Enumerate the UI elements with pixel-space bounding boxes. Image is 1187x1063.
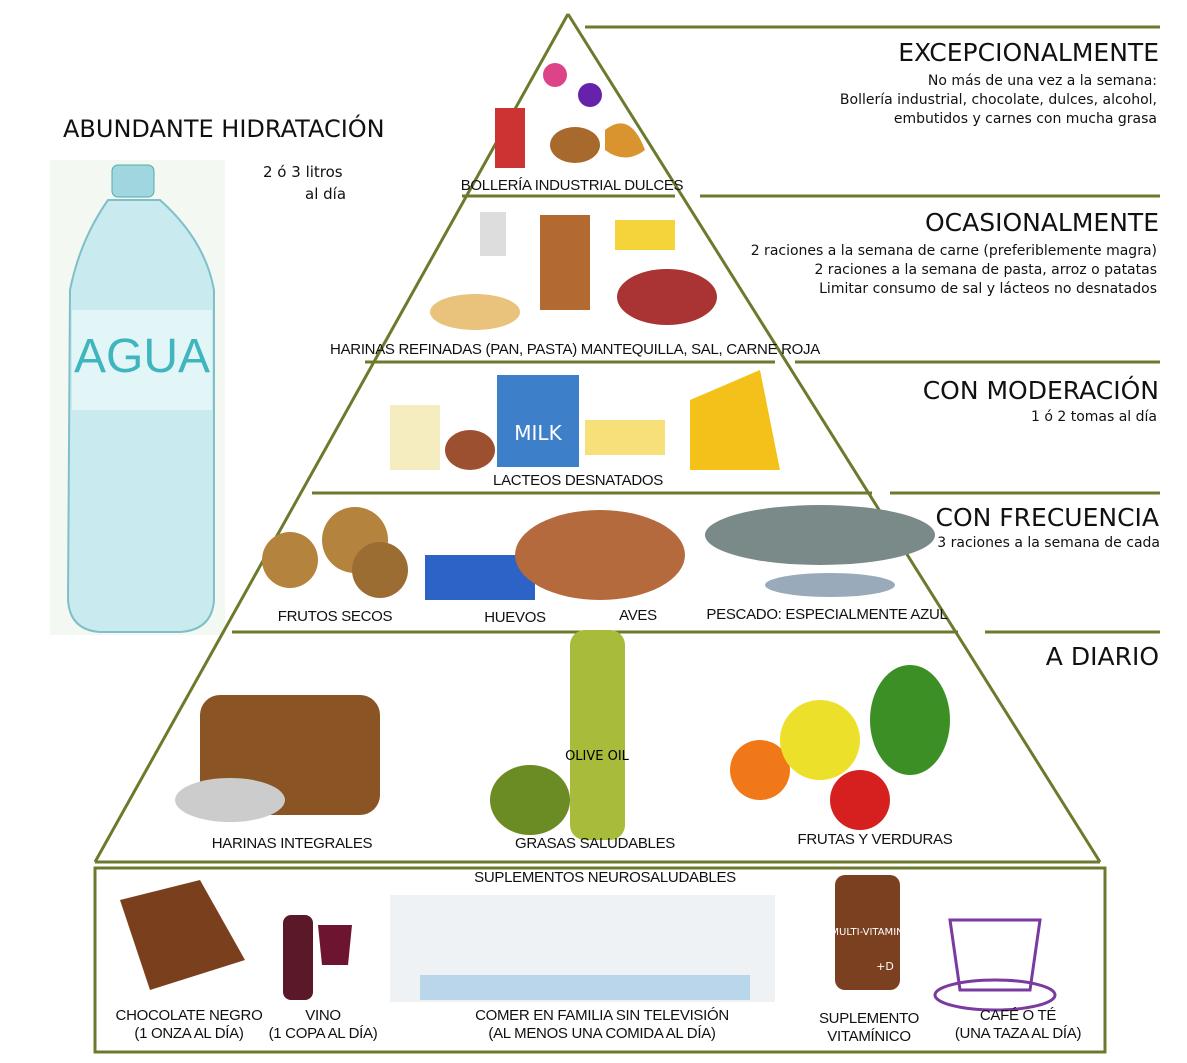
label-harinas-integrales: HARINAS INTEGRALES <box>211 835 373 852</box>
tier-desc-moderation: 1 ó 2 tomas al día <box>1030 409 1157 425</box>
protein-illustration <box>262 505 935 600</box>
desc-line: No más de una vez a la semana: <box>927 73 1157 89</box>
supplements-title: SUPLEMENTOS NEUROSALUDABLES <box>474 869 736 886</box>
item-line: CAFÉ O TÉ <box>979 1007 1057 1024</box>
tier-desc-frequent: 3 raciones a la semana de cada <box>937 535 1160 551</box>
label-grasas-saludables: GRASAS SALUDABLES <box>515 835 675 852</box>
item-line: COMER EN FAMILIA SIN TELEVISIÓN <box>475 1007 729 1024</box>
supplement-cafe: CAFÉ O TÉ(UNA TAZA AL DÍA) <box>954 1007 1082 1043</box>
tier-heading-exceptional: EXCEPCIONALMENTE <box>898 38 1159 67</box>
tier-heading-occasional: OCASIONALMENTE <box>924 208 1159 237</box>
svg-text:MULTI-VITAMIN: MULTI-VITAMIN <box>830 927 903 938</box>
hydration-title: ABUNDANTE HIDRATACIÓN <box>63 115 385 143</box>
supplements-illustrations: MULTI-VITAMIN +D <box>120 875 1057 1012</box>
item-line: VITAMÍNICO <box>827 1028 911 1045</box>
desc-line: 2 raciones a la semana de carne (preferi… <box>750 243 1157 259</box>
svg-text:OLIVE OIL: OLIVE OIL <box>565 749 630 764</box>
label-aves: AVES <box>619 607 657 624</box>
item-line: CHOCOLATE NEGRO <box>115 1007 263 1024</box>
tier-desc-exceptional: No más de una vez a la semana: Bollería … <box>840 72 1157 129</box>
label-lacteos: LACTEOS DESNATADOS <box>493 472 663 489</box>
label-harinas-refinadas: HARINAS REFINADAS (PAN, PASTA) MANTEQUIL… <box>330 341 820 358</box>
item-line: (AL MENOS UNA COMIDA AL DÍA) <box>488 1025 716 1042</box>
refined-flour-illustration <box>430 212 717 330</box>
item-line: (UNA TAZA AL DÍA) <box>954 1025 1082 1042</box>
tier-heading-frequent: CON FRECUENCIA <box>935 503 1159 532</box>
desc-line: embutidos y carnes con mucha grasa <box>893 111 1157 127</box>
label-bolleria: BOLLERÍA INDUSTRIAL DULCES <box>460 177 684 194</box>
desc-line: 2 raciones a la semana de pasta, arroz o… <box>814 262 1157 278</box>
water-bottle-illustration: AGUA <box>50 160 225 635</box>
hydration-amount-line1: 2 ó 3 litros <box>263 163 343 181</box>
label-frutos-secos: FRUTOS SECOS <box>277 608 393 625</box>
bottle-label: AGUA <box>74 330 210 383</box>
supplement-familia: COMER EN FAMILIA SIN TELEVISIÓN(AL MENOS… <box>475 1007 729 1043</box>
label-frutas-verduras: FRUTAS Y VERDURAS <box>797 831 953 848</box>
sweets-illustration <box>495 63 645 168</box>
hydration-amount-line2: al día <box>305 185 347 203</box>
item-line: (1 COPA AL DÍA) <box>268 1025 378 1042</box>
label-pescado: PESCADO: ESPECIALMENTE AZUL <box>706 606 948 623</box>
svg-text:MILK: MILK <box>514 421 562 445</box>
tier-heading-moderation: CON MODERACIÓN <box>922 376 1159 405</box>
tier-heading-daily: A DIARIO <box>1045 642 1159 671</box>
daily-illustration: OLIVE OIL <box>175 630 950 840</box>
dairy-illustration: MILK <box>390 370 780 470</box>
item-line: VINO <box>305 1007 341 1024</box>
supplement-vino: VINO(1 COPA AL DÍA) <box>269 1007 378 1043</box>
supplement-chocolate: CHOCOLATE NEGRO(1 ONZA AL DÍA) <box>116 1007 263 1043</box>
svg-text:+D: +D <box>876 960 894 973</box>
label-huevos: HUEVOS <box>484 609 546 626</box>
desc-line: Limitar consumo de sal y lácteos no desn… <box>819 281 1157 297</box>
desc-line: Bollería industrial, chocolate, dulces, … <box>839 92 1157 108</box>
item-line: (1 ONZA AL DÍA) <box>134 1025 244 1042</box>
item-line: SUPLEMENTO <box>818 1010 920 1027</box>
tier-desc-occasional: 2 raciones a la semana de carne (preferi… <box>751 242 1157 299</box>
